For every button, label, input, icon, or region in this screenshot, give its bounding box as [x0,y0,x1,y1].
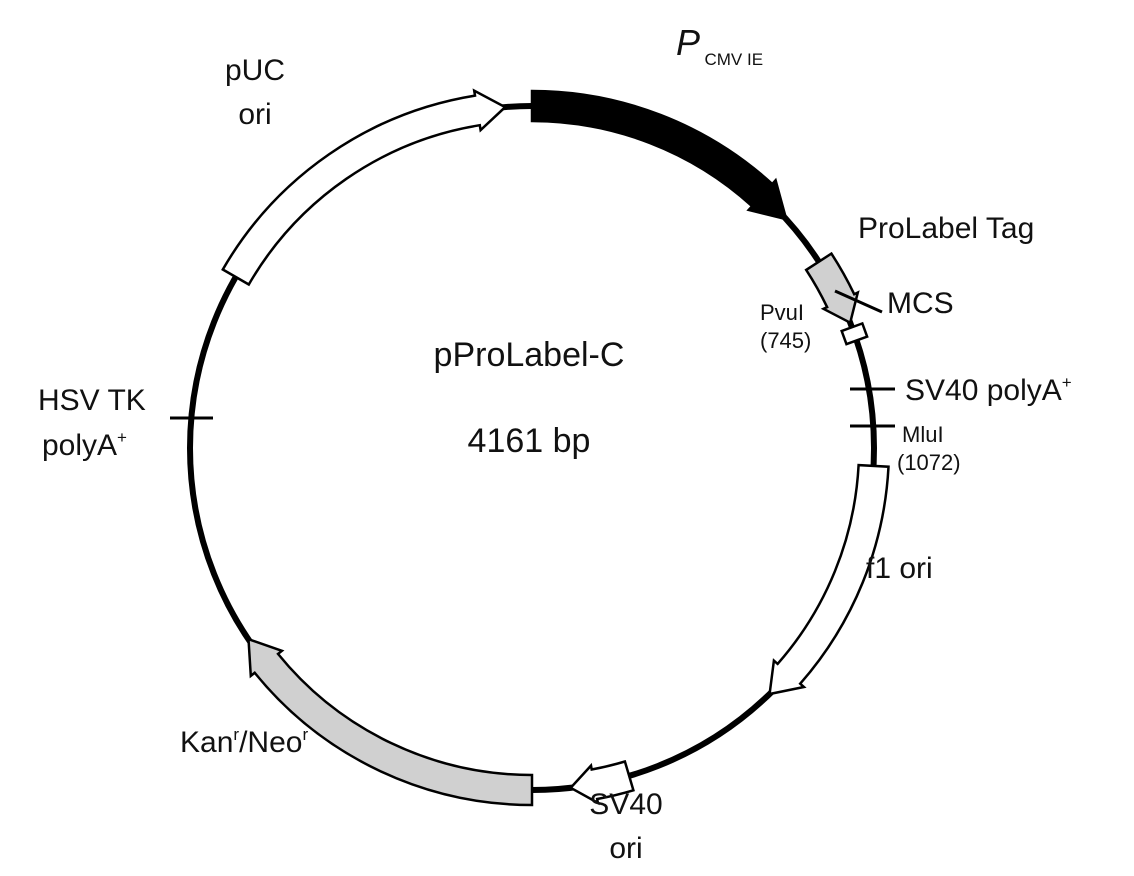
sv40-ori-label-line1: SV40 [589,788,662,821]
mcs-box [840,321,869,346]
sv40-polya-text: SV40 polyA [905,374,1062,407]
plasmid-size: 4161 bp [468,422,591,460]
f1-ori-label: f1 ori [866,552,933,585]
kan-part: Kan [180,726,233,759]
promoter-label: P CMV IE [676,22,763,69]
hsv-tk-polya-sup: + [117,428,127,447]
sv40-polya-sup: + [1062,373,1072,392]
f1-ori-arrow [768,463,890,696]
mlui-label: MluI [902,422,944,447]
kan-neo-label: Kanr/Neor [180,725,308,759]
pvui-label: PvuI [760,300,804,325]
mlui-position: (1072) [897,450,961,475]
pvui-site-tick [834,289,883,314]
kan-sup: r [233,725,239,744]
promoter-label-main: P [676,22,700,63]
prolabel-tag-arrow [804,251,860,325]
sv40-ori-label-line2: ori [609,832,642,865]
prolabel-tag-label: ProLabel Tag [858,212,1034,245]
promoter-label-sub: CMV IE [704,50,763,69]
neo-sup: r [302,725,308,744]
puc-ori-label-line1: pUC [225,54,285,87]
puc-ori-arrow [221,88,508,287]
sv40-polya-label: SV40 polyA+ [905,373,1072,407]
neo-part: /Neo [239,726,302,759]
feature-layer [221,88,890,807]
mcs-label: MCS [887,287,954,320]
cmv-promoter-arrow [530,89,788,221]
hsv-tk-label-line2: polyA+ [42,428,127,462]
puc-ori-label-line2: ori [238,98,271,131]
kan-neo-arrow [247,637,534,807]
pvui-position: (745) [760,328,811,353]
plasmid-name: pProLabel-C [434,336,625,374]
hsv-tk-label-line1: HSV TK [38,384,146,417]
hsv-tk-polya-text: polyA [42,429,117,462]
sv40-ori-arrow [568,759,635,806]
